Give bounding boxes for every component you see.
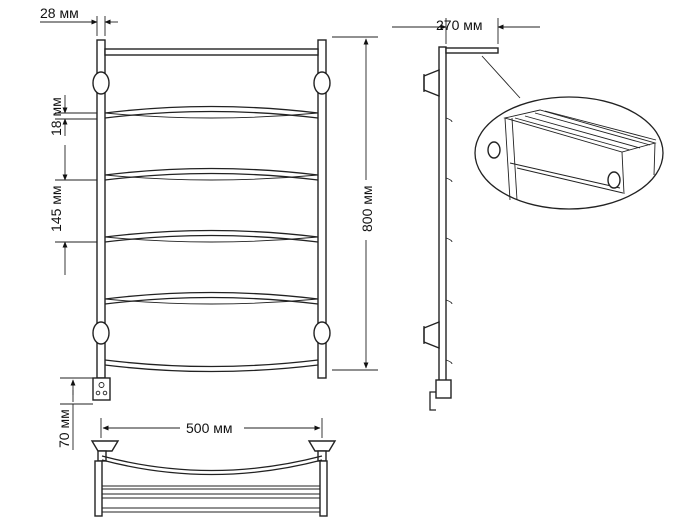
side-upright	[438, 46, 447, 384]
label-width: 500 мм	[186, 420, 233, 436]
dim-pipe-diameter: 28 мм	[40, 5, 118, 36]
label-depth: 270 мм	[436, 17, 483, 33]
heater-thermostat-icon	[92, 377, 111, 401]
side-view	[423, 46, 499, 411]
shelf-detail-callout	[474, 55, 664, 210]
side-heater	[435, 379, 452, 399]
label-bottom-offset: 70 мм	[56, 409, 72, 448]
label-height: 800 мм	[359, 186, 375, 233]
curved-rungs	[104, 105, 319, 373]
dim-depth: 270 мм	[392, 17, 540, 44]
label-pitch: 145 мм	[48, 186, 64, 233]
front-view	[92, 39, 331, 401]
right-upright	[317, 39, 327, 379]
dim-pitch: 145 мм	[48, 145, 97, 275]
dim-width: 500 мм	[100, 418, 323, 438]
dim-bottom-offset: 70 мм	[56, 377, 93, 450]
label-gap: 18 мм	[48, 97, 64, 136]
dim-gap: 18 мм	[48, 95, 97, 136]
wall-brackets	[92, 71, 331, 345]
dim-height: 800 мм	[332, 36, 378, 371]
top-shelf-bar	[104, 48, 319, 56]
label-pipe-diameter: 28 мм	[40, 5, 79, 21]
top-view	[90, 440, 337, 517]
side-shelf	[445, 47, 499, 54]
